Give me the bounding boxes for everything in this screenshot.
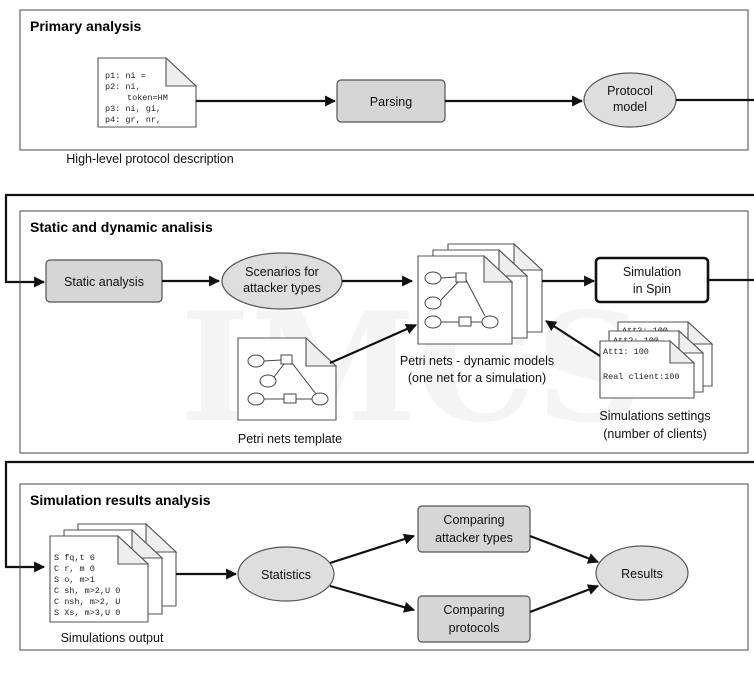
petri-template-label: Petri nets template bbox=[238, 432, 342, 446]
output-line-6: S Xs, m>3,U 0 bbox=[54, 608, 120, 618]
panel-primary-analysis bbox=[19, 9, 749, 151]
simulations-output-stack-icon: S fq,t 6 C r, m 0 S o, m>1 C sh, m>2,U 0… bbox=[49, 522, 178, 623]
petri-dynamic-label-2: (one net for a simulation) bbox=[408, 371, 546, 385]
arrow-settings-to-petri bbox=[545, 320, 601, 357]
connector-in-2 bbox=[4, 193, 754, 288]
statistics-label: Statistics bbox=[261, 568, 311, 582]
compare-protocols-label-2: protocols bbox=[449, 621, 500, 635]
results-label: Results bbox=[621, 567, 663, 581]
settings-line-4: Real client:100 bbox=[603, 372, 680, 382]
petri-dynamic-stack-icon bbox=[417, 242, 544, 345]
arrow-attackers-to-results bbox=[529, 534, 600, 564]
static-analysis-label: Static analysis bbox=[64, 275, 144, 289]
doc-line-5: p4: gr, nr, bbox=[105, 115, 161, 125]
doc-line-1: p1: ni = bbox=[105, 71, 146, 81]
compare-protocols-label-1: Comparing bbox=[443, 603, 504, 617]
panel-title-static-dynamic: Static and dynamic analisis bbox=[30, 219, 213, 235]
output-line-4: C sh, m>2,U 0 bbox=[54, 586, 120, 596]
settings-line-3: Att1: 100 bbox=[603, 347, 649, 357]
settings-label-1: Simulations settings bbox=[599, 409, 710, 423]
output-line-5: C nsh, m>2, U bbox=[54, 597, 120, 607]
petri-template-doc-icon bbox=[237, 336, 338, 421]
compare-attackers-label-1: Comparing bbox=[443, 513, 504, 527]
doc-line-4: p3: ni, gi, bbox=[105, 104, 161, 114]
doc-line-3: token=HM bbox=[127, 93, 168, 103]
compare-protocols-box bbox=[417, 595, 531, 643]
arrow-protocols-to-results bbox=[529, 584, 600, 614]
simulation-spin-label-2: in Spin bbox=[633, 282, 671, 296]
simulation-settings-stack-icon: Att3: 100 Att2: 100 Att1: 100 Real clien… bbox=[599, 320, 714, 399]
protocol-model-label-1: Protocol bbox=[607, 84, 653, 98]
arrow-template-to-petri bbox=[329, 323, 418, 365]
output-line-2: C r, m 0 bbox=[54, 564, 95, 574]
protocol-model-label-2: model bbox=[613, 100, 647, 114]
simulation-spin-label-1: Simulation bbox=[623, 265, 681, 279]
arrow-statistics-to-attackers bbox=[329, 533, 416, 565]
protocol-description-label: High-level protocol description bbox=[66, 152, 233, 166]
protocol-description-doc-icon: p1: ni = p2: ni, token=HM p3: ni, gi, p4… bbox=[97, 56, 198, 128]
output-line-3: S o, m>1 bbox=[54, 575, 95, 585]
doc-line-2: p2: ni, bbox=[105, 82, 141, 92]
results-ellipse bbox=[595, 545, 689, 601]
scenarios-label-2: attacker types bbox=[243, 281, 321, 295]
output-line-1: S fq,t 6 bbox=[54, 553, 95, 563]
panel-results bbox=[19, 483, 749, 651]
panel-static-dynamic bbox=[19, 210, 749, 454]
connector-in-3 bbox=[4, 460, 754, 573]
petri-dynamic-label-1: Petri nets - dynamic models bbox=[400, 354, 554, 368]
arrow-statistics-to-protocols bbox=[329, 584, 416, 613]
statistics-ellipse bbox=[237, 546, 335, 602]
panel-title-results: Simulation results analysis bbox=[30, 492, 211, 508]
simulations-output-label: Simulations output bbox=[61, 631, 164, 645]
compare-attackers-label-2: attacker types bbox=[435, 531, 513, 545]
scenarios-label-1: Scenarios for bbox=[245, 265, 319, 279]
parsing-label: Parsing bbox=[370, 95, 412, 109]
settings-label-2: (number of clients) bbox=[603, 427, 707, 441]
panel-title-primary: Primary analysis bbox=[30, 18, 142, 34]
compare-attackers-box bbox=[417, 505, 531, 553]
